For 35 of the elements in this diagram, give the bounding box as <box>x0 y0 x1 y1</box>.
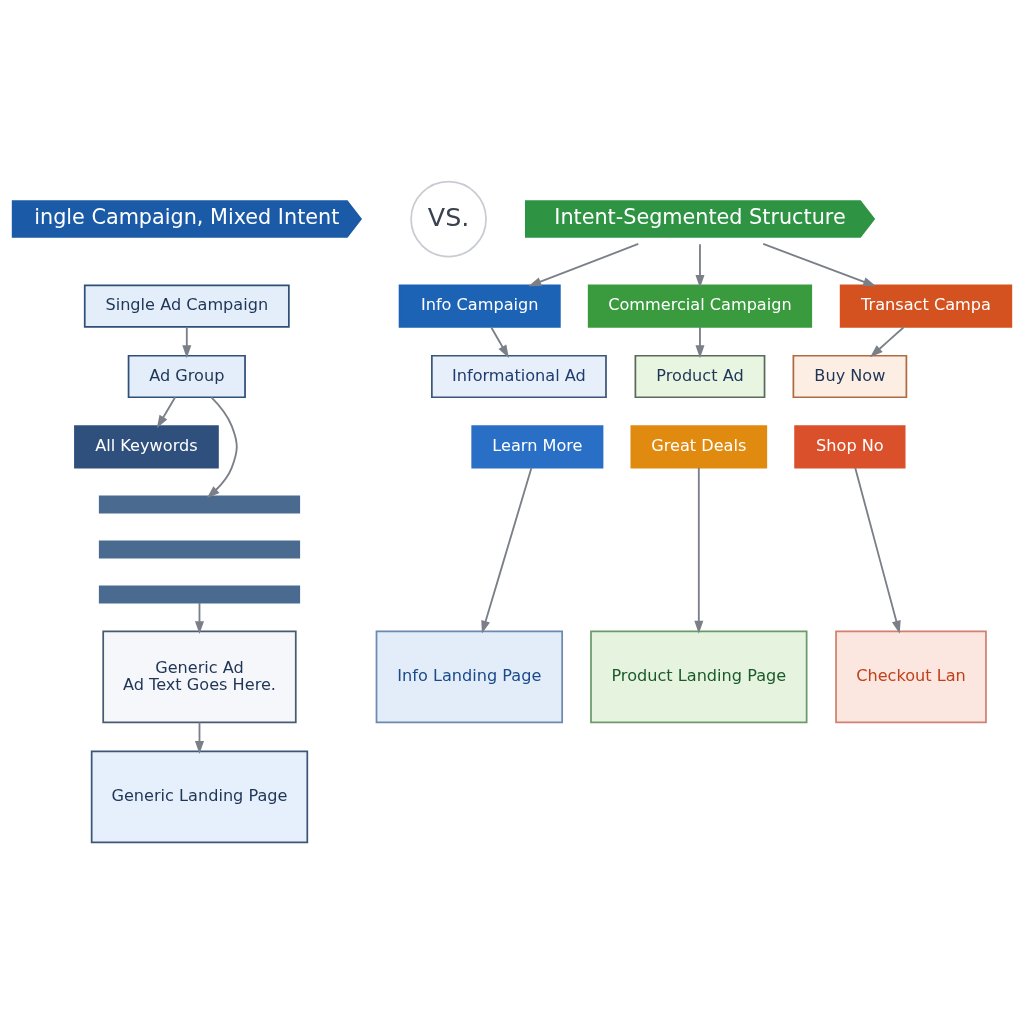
arrow <box>194 721 205 754</box>
node-box: Learn More <box>471 425 604 469</box>
node-bar <box>98 585 301 604</box>
node-box: Generic Ad Ad Text Goes Here. <box>102 630 297 724</box>
arrow <box>528 243 640 287</box>
node-box: Info Landing Page <box>375 630 564 724</box>
arrow <box>695 326 705 359</box>
arrow <box>156 396 177 429</box>
arrow <box>481 466 533 634</box>
arrow <box>182 326 192 359</box>
node-box: Buy Now <box>792 354 908 399</box>
arrow <box>206 396 238 499</box>
node-box: Transact Campa <box>839 284 1013 328</box>
arrow <box>870 326 905 358</box>
arrow <box>490 326 509 358</box>
node-box: Product Ad <box>634 354 766 399</box>
node-box: Generic Landing Page <box>90 750 309 844</box>
node-circle: VS. <box>410 180 487 258</box>
arrow <box>762 243 877 287</box>
node-box: Single Ad Campaign <box>83 284 290 328</box>
node-box: All Keywords <box>74 425 219 469</box>
arrow <box>694 466 704 634</box>
node-box: Great Deals <box>630 425 768 469</box>
node-box: Product Landing Page <box>590 630 808 724</box>
arrow <box>194 602 205 635</box>
node-box: Info Campaign <box>398 284 561 328</box>
node-bar <box>98 495 301 514</box>
node-box: Shop No <box>794 425 906 469</box>
node-bar <box>98 540 301 559</box>
arrow <box>695 243 705 288</box>
arrow <box>854 466 901 634</box>
node-box: Commercial Campaign <box>587 284 813 328</box>
node-box: Checkout Lan <box>835 630 987 724</box>
node-box: Informational Ad <box>431 354 607 399</box>
node-box: Ad Group <box>127 354 246 399</box>
